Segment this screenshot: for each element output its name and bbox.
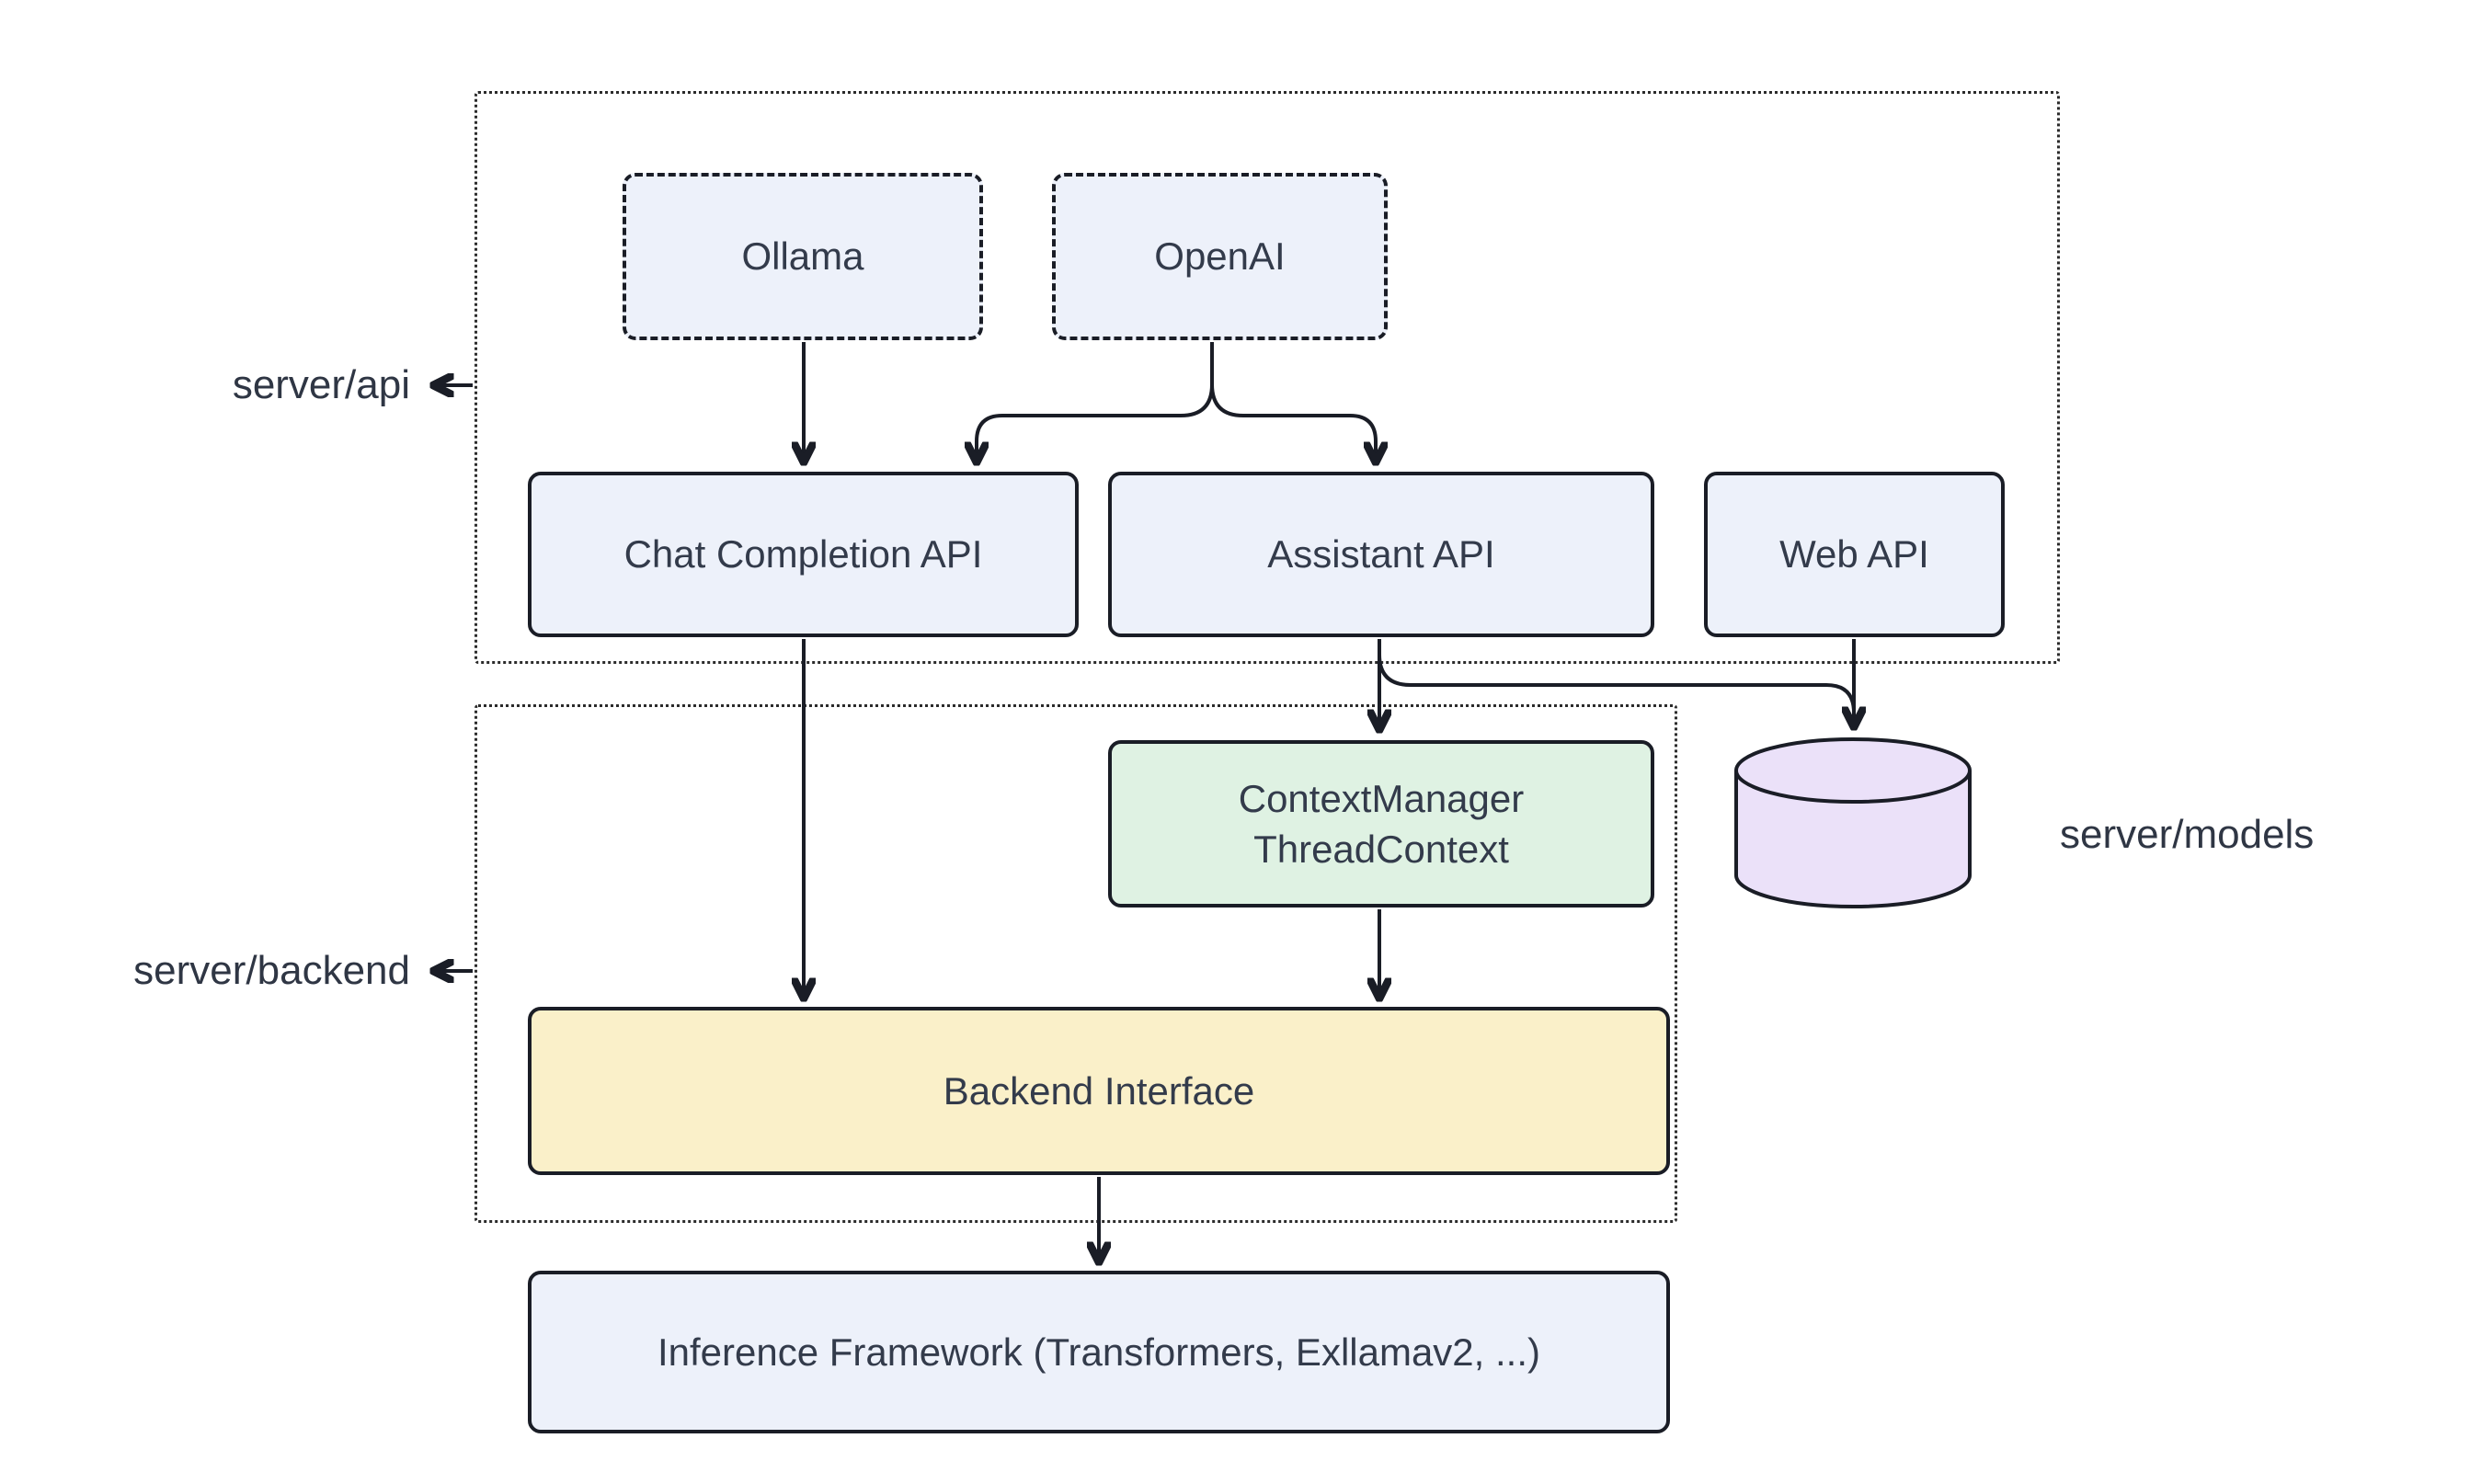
label-server-models: server/models: [2060, 812, 2315, 857]
node-chat-completion-api: Chat Completion API: [528, 472, 1079, 637]
node-web-api-label: Web API: [1779, 532, 1929, 576]
sqlite-cylinder: [1734, 737, 1972, 908]
node-ollama: Ollama: [623, 173, 983, 340]
label-server-backend: server/backend: [133, 948, 410, 993]
node-assistant-api: Assistant API: [1108, 472, 1654, 637]
label-server-api: server/api: [232, 362, 410, 407]
node-ollama-label: Ollama: [741, 234, 864, 279]
node-backend-interface: Backend Interface: [528, 1007, 1670, 1175]
node-context-manager: ContextManager ThreadContext: [1108, 740, 1654, 908]
node-inference-framework: Inference Framework (Transformers, Exlla…: [528, 1271, 1670, 1433]
edge-openai-to-assistant-api: [1210, 342, 1376, 462]
edge-assistant-api-to-sqlite: [1378, 654, 1856, 716]
node-assistant-api-label: Assistant API: [1267, 532, 1495, 576]
node-web-api: Web API: [1704, 472, 2005, 637]
group-server-backend-border: [475, 704, 1677, 1223]
node-inference-framework-label: Inference Framework (Transformers, Exlla…: [657, 1330, 1540, 1374]
sqlite-cylinder-body: [1734, 771, 1972, 908]
edge-openai-to-chat-completion: [977, 342, 1214, 462]
node-backend-interface-label: Backend Interface: [943, 1068, 1255, 1113]
group-server-api-border: [475, 91, 2060, 664]
node-openai-label: OpenAI: [1154, 234, 1286, 279]
sqlite-cylinder-top: [1734, 737, 1972, 804]
node-context-manager-line1: ContextManager: [1238, 776, 1525, 820]
node-openai: OpenAI: [1052, 173, 1388, 340]
node-chat-completion-api-label: Chat Completion API: [623, 532, 983, 576]
node-context-manager-line2: ThreadContext: [1253, 828, 1509, 871]
